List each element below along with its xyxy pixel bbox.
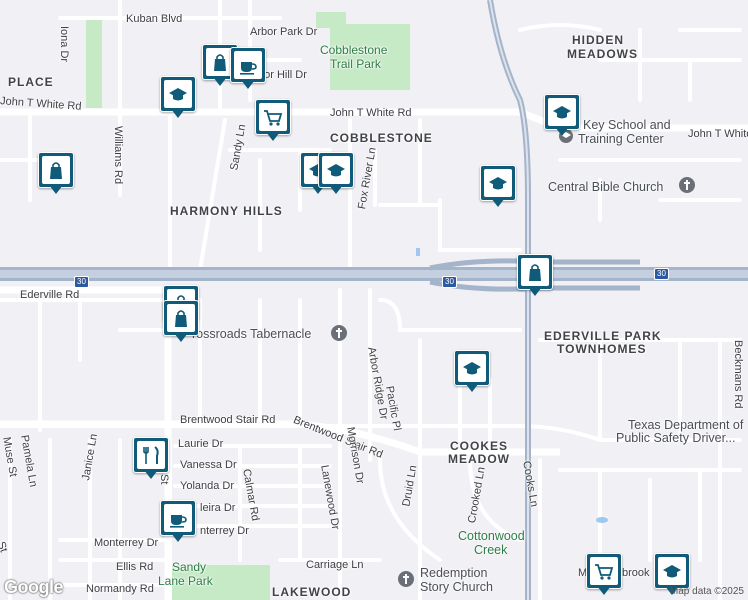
poi-redemption-2[interactable]: Story Church	[420, 580, 493, 594]
area-harmony-hills: HARMONY HILLS	[170, 204, 283, 218]
street-arbor-hill-dr: bor Hill Dr	[258, 69, 307, 81]
marker-school-icon[interactable]	[544, 94, 580, 138]
street-iona-dr: Iona Dr	[58, 26, 70, 63]
poi-dps-1[interactable]: Texas Department of	[628, 418, 744, 432]
street-meadowbrook-b: brook	[622, 567, 650, 579]
poi-crossroads-tabernacle[interactable]: rossroads Tabernacle	[192, 327, 312, 341]
poi-cottonwood-creek-2: Creek	[474, 543, 508, 557]
poi-redemption-1[interactable]: Redemption	[420, 566, 488, 580]
street-williams-rd: Williams Rd	[112, 126, 124, 185]
area-hidden-meadows-line1: HIDDEN	[572, 33, 625, 47]
area-place: PLACE	[8, 75, 54, 89]
street-beckmans-rd: Beckmans Rd	[732, 340, 744, 409]
street-brentwood-stair-rd-west: Brentwood Stair Rd	[180, 414, 276, 426]
church-icon[interactable]	[397, 570, 415, 588]
marker-shopping-bag-icon[interactable]	[163, 300, 199, 344]
marker-shopping-cart-icon[interactable]	[255, 99, 291, 143]
street-ederville-rd: Ederville Rd	[20, 289, 80, 301]
area-cookes-meadow-line1: COOKES	[450, 439, 509, 453]
street-monterrey-dr-east: nterrey Dr	[200, 525, 249, 537]
street-arbor-park-dr: Arbor Park Dr	[250, 26, 318, 38]
marker-school-icon[interactable]	[454, 350, 490, 394]
marker-shopping-bag-icon[interactable]	[517, 254, 553, 298]
google-logo: Google	[4, 577, 64, 597]
street-vanessa-dr: Vanessa Dr	[180, 459, 237, 471]
poi-sandy-lane-park-2[interactable]: Lane Park	[158, 574, 213, 588]
street-madeira-dr: leira Dr	[200, 502, 236, 514]
park-sandy-lane	[165, 565, 270, 600]
area-cookes-meadow-line2: MEADOW	[448, 452, 510, 466]
street-carriage-ln: Carriage Ln	[306, 559, 364, 571]
marker-school-icon[interactable]	[480, 165, 516, 209]
i30-shield: 30	[654, 268, 669, 280]
marker-coffee-cup-icon[interactable]	[160, 500, 196, 544]
road-brentwood-stair	[0, 420, 560, 456]
poi-sandy-lane-park-1[interactable]: Sandy	[172, 560, 207, 574]
marker-shopping-cart-icon[interactable]	[586, 553, 622, 597]
i30-shield: 30	[74, 276, 89, 288]
street-kuban-blvd: Kuban Blvd	[126, 13, 183, 25]
street-ellis-rd: Ellis Rd	[116, 561, 154, 573]
poi-cobblestone-trail-park-1[interactable]: Cobblestone	[320, 43, 388, 57]
marker-coffee-cup-icon[interactable]	[230, 47, 266, 91]
area-lakewood: LAKEWOOD	[272, 585, 352, 599]
church-icon[interactable]	[330, 324, 348, 342]
marker-shopping-bag-icon[interactable]	[38, 152, 74, 196]
marker-school-icon[interactable]	[654, 553, 690, 597]
street-john-t-white-rd-east: John T White	[688, 128, 748, 140]
poi-central-bible-church[interactable]: Central Bible Church	[548, 180, 664, 194]
area-ederville-park-line1: EDERVILLE PARK	[544, 329, 662, 343]
street-john-t-white-rd-mid: John T White Rd	[330, 107, 412, 119]
area-cobblestone: COBBLESTONE	[330, 131, 433, 145]
street-meadowbrook: M	[578, 567, 588, 579]
church-icon[interactable]	[678, 176, 696, 194]
poi-key-school-2[interactable]: Training Center	[578, 132, 664, 146]
poi-dps-2[interactable]: Public Safety Driver...	[616, 431, 736, 445]
area-hidden-meadows-line2: MEADOWS	[567, 47, 638, 61]
poi-cottonwood-creek-1: Cottonwood	[458, 529, 525, 543]
i30-shield: 30	[442, 276, 457, 288]
poi-key-school-1[interactable]: Key School and	[583, 118, 671, 132]
map-attribution: Map data ©2025	[669, 586, 744, 597]
park-strip-top	[316, 12, 346, 28]
park-strip-west	[86, 18, 102, 108]
marker-school-icon[interactable]	[318, 152, 354, 196]
marker-restaurant-icon[interactable]	[133, 437, 169, 481]
park-cobblestone-trail	[330, 24, 410, 90]
street-yolanda-dr: Yolanda Dr	[180, 480, 235, 492]
street-monterrey-dr-west: Monterrey Dr	[94, 537, 159, 549]
street-normandy-rd: Normandy Rd	[86, 583, 154, 595]
marker-school-icon[interactable]	[160, 76, 196, 120]
area-ederville-park-line2: TOWNHOMES	[557, 342, 647, 356]
road-cooks-ln	[487, 0, 531, 600]
street-laurie-dr: Laurie Dr	[178, 438, 224, 450]
poi-cobblestone-trail-park-2[interactable]: Trail Park	[330, 57, 381, 71]
